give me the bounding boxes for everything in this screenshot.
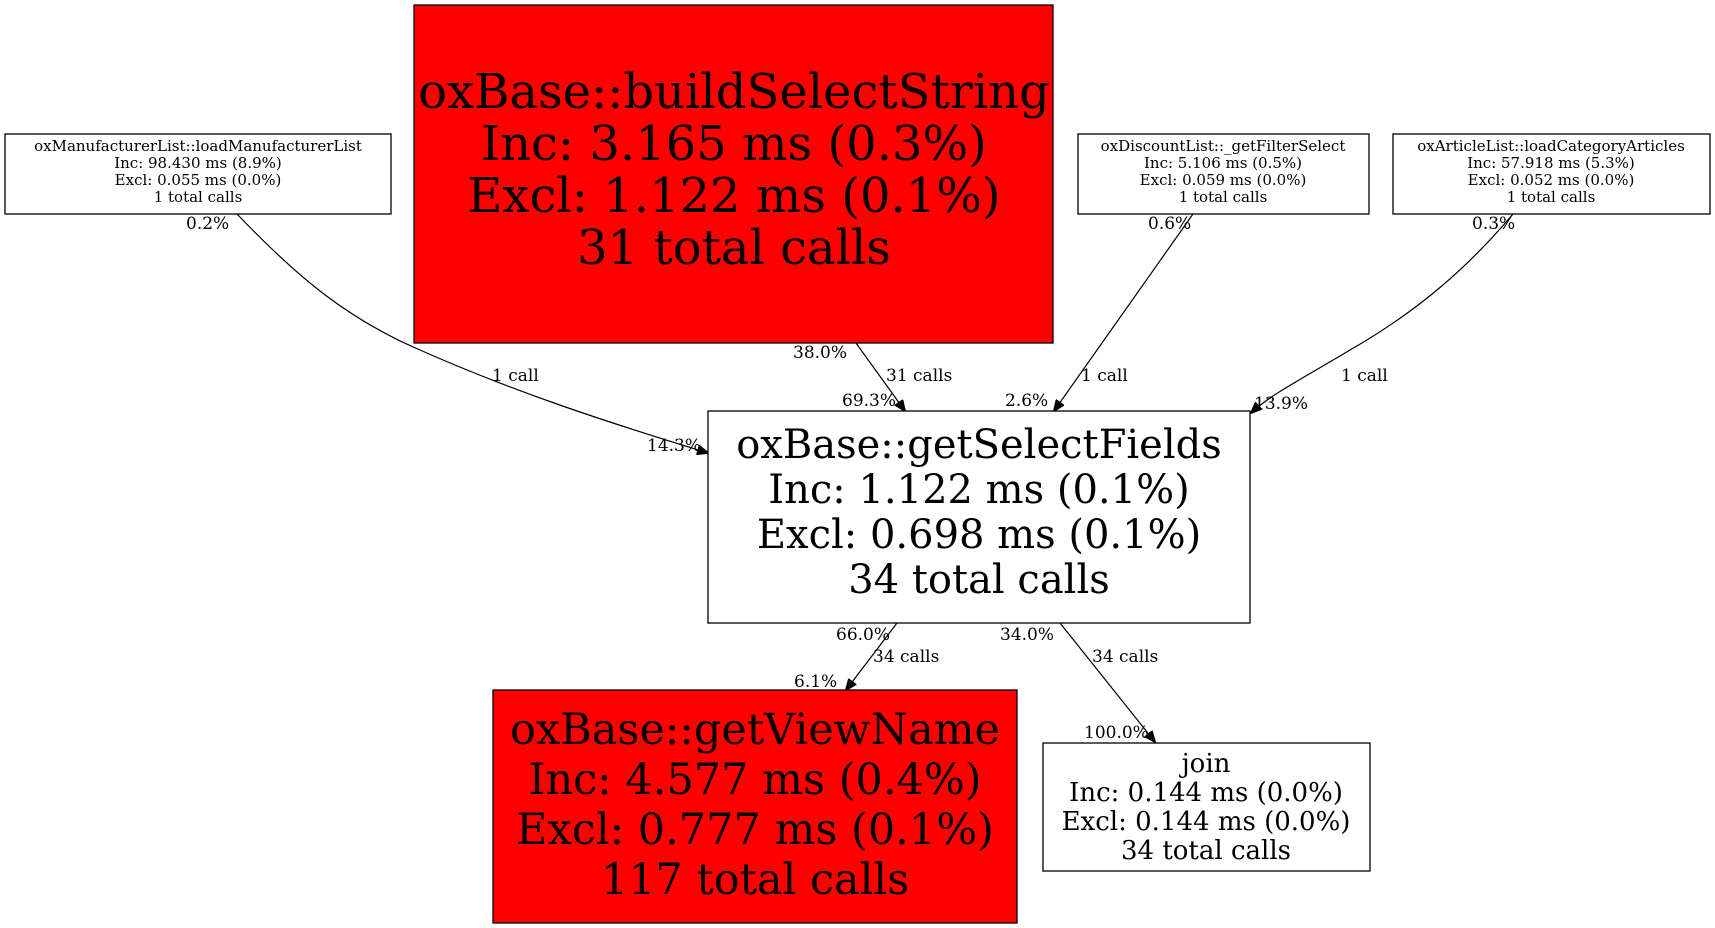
- edge-call-count: 34 calls: [873, 647, 939, 667]
- edge-articlelist-to-getselectfields: 0.3% 1 call 13.9%: [1251, 213, 1515, 414]
- node-exclusive-time: Excl: 0.059 ms (0.0%): [1140, 171, 1307, 189]
- node-inclusive-time: Inc: 5.106 ms (0.5%): [1144, 154, 1302, 172]
- edge-getselectfields-to-getviewname: 66.0% 34 calls 6.1%: [794, 622, 939, 692]
- node-call-count: 34 total calls: [848, 557, 1110, 603]
- edge-manufacturer-to-getselectfields: 0.2% 1 call 14.3%: [186, 213, 708, 456]
- edge-call-count: 1 call: [492, 366, 539, 386]
- edge-tail-percent: 34.0%: [1000, 625, 1054, 645]
- edge-tail-percent: 0.3%: [1472, 214, 1515, 234]
- node-exclusive-time: Excl: 1.122 ms (0.1%): [467, 168, 1000, 224]
- node-function-name: oxDiscountList::_getFilterSelect: [1101, 137, 1346, 155]
- node-manufacturer-load: oxManufacturerList::loadManufacturerList…: [4, 133, 392, 215]
- edge-head-percent: 14.3%: [647, 436, 701, 456]
- node-function-name: oxManufacturerList::loadManufacturerList: [34, 137, 362, 155]
- node-function-name: oxArticleList::loadCategoryArticles: [1417, 137, 1685, 155]
- edge-call-count: 31 calls: [886, 366, 952, 386]
- edge-getselectfields-to-join: 34.0% 34 calls 100.0%: [1000, 622, 1158, 743]
- node-call-count: 117 total calls: [601, 855, 910, 905]
- edge-head-percent: 100.0%: [1084, 723, 1149, 743]
- node-call-count: 1 total calls: [1507, 188, 1596, 206]
- node-call-count: 1 total calls: [1179, 188, 1268, 206]
- node-function-name: oxBase::getViewName: [510, 705, 1000, 755]
- edge-tail-percent: 38.0%: [793, 343, 847, 363]
- node-function-name: join: [1179, 749, 1231, 779]
- node-inclusive-time: Inc: 98.430 ms (8.9%): [114, 154, 282, 172]
- edge-tail-percent: 66.0%: [836, 625, 890, 645]
- edge-buildselectstring-to-getselectfields: 38.0% 31 calls 69.3%: [793, 342, 952, 411]
- edge-discountlist-to-getselectfields: 0.6% 1 call 2.6%: [1005, 213, 1194, 411]
- edge-call-count: 34 calls: [1092, 647, 1158, 667]
- node-get-select-fields: oxBase::getSelectFields Inc: 1.122 ms (0…: [707, 410, 1251, 624]
- edge-head-percent: 2.6%: [1005, 391, 1048, 411]
- node-inclusive-time: Inc: 4.577 ms (0.4%): [529, 755, 982, 805]
- node-exclusive-time: Excl: 0.144 ms (0.0%): [1062, 807, 1351, 837]
- edge-tail-percent: 0.2%: [186, 214, 229, 234]
- edge-head-percent: 69.3%: [842, 391, 896, 411]
- edge-head-percent: 6.1%: [794, 672, 837, 692]
- node-inclusive-time: Inc: 1.122 ms (0.1%): [768, 467, 1189, 513]
- node-call-count: 1 total calls: [154, 188, 243, 206]
- node-exclusive-time: Excl: 0.052 ms (0.0%): [1468, 171, 1635, 189]
- node-function-name: oxBase::buildSelectString: [418, 64, 1050, 120]
- node-call-count: 31 total calls: [577, 220, 891, 276]
- node-call-count: 34 total calls: [1121, 836, 1291, 866]
- node-discount-filter-select: oxDiscountList::_getFilterSelect Inc: 5.…: [1077, 133, 1370, 215]
- node-exclusive-time: Excl: 0.698 ms (0.1%): [757, 512, 1201, 558]
- node-inclusive-time: Inc: 0.144 ms (0.0%): [1069, 778, 1343, 808]
- node-exclusive-time: Excl: 0.055 ms (0.0%): [115, 171, 282, 189]
- node-inclusive-time: Inc: 3.165 ms (0.3%): [481, 116, 987, 172]
- node-inclusive-time: Inc: 57.918 ms (5.3%): [1467, 154, 1635, 172]
- node-join: join Inc: 0.144 ms (0.0%) Excl: 0.144 ms…: [1042, 742, 1371, 872]
- node-function-name: oxBase::getSelectFields: [736, 422, 1222, 468]
- node-exclusive-time: Excl: 0.777 ms (0.1%): [516, 805, 994, 855]
- node-get-view-name: oxBase::getViewName Inc: 4.577 ms (0.4%)…: [492, 689, 1018, 924]
- node-article-load-category: oxArticleList::loadCategoryArticles Inc:…: [1392, 133, 1711, 215]
- edge-tail-percent: 0.6%: [1148, 214, 1191, 234]
- edge-call-count: 1 call: [1081, 366, 1128, 386]
- edge-call-count: 1 call: [1341, 366, 1388, 386]
- edge-head-percent: 13.9%: [1254, 394, 1308, 414]
- node-build-select-string: oxBase::buildSelectString Inc: 3.165 ms …: [413, 4, 1054, 344]
